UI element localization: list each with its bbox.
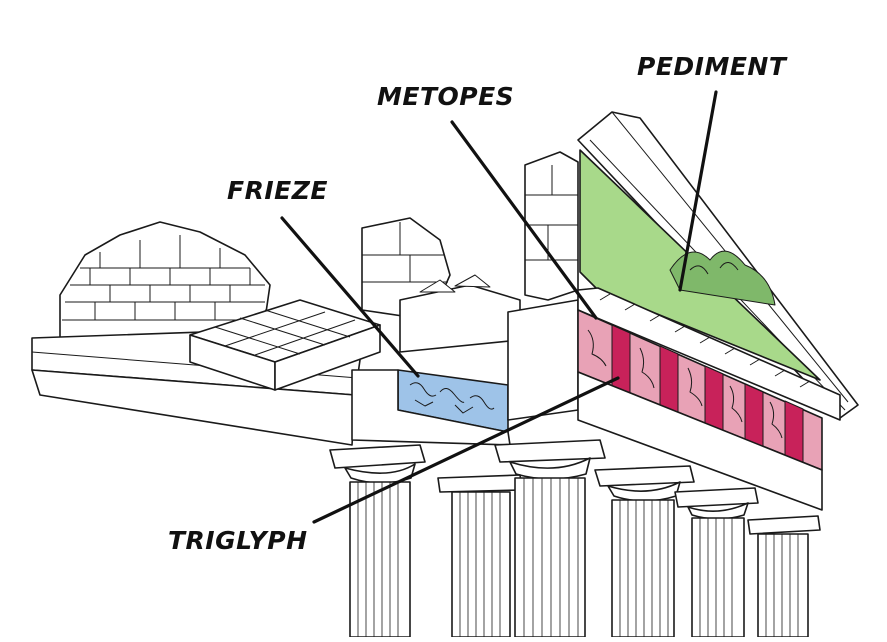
corner-pier <box>507 151 579 421</box>
frieze-figures <box>409 382 495 414</box>
label-metopes: METOPES <box>377 82 515 111</box>
leader-metopes <box>450 120 598 320</box>
inner-architrave <box>351 369 511 446</box>
ruined-wall-left <box>59 221 271 346</box>
horizontal-cornice <box>577 287 841 421</box>
columns <box>349 477 809 638</box>
central-ruin <box>361 217 521 353</box>
leader-lines <box>280 90 718 524</box>
main-architrave <box>577 371 823 511</box>
metope-reliefs <box>587 329 783 439</box>
capitals <box>329 439 821 535</box>
leader-triglyph <box>312 376 620 524</box>
label-frieze: FRIEZE <box>227 176 328 205</box>
mutules <box>599 293 811 388</box>
pediment-sculpture <box>669 250 776 306</box>
label-triglyph: TRIGLYPH <box>168 526 308 555</box>
label-pediment: PEDIMENT <box>637 52 787 81</box>
coffered-ceiling <box>189 299 381 391</box>
leader-frieze <box>280 216 420 378</box>
leader-pediment <box>678 90 718 292</box>
